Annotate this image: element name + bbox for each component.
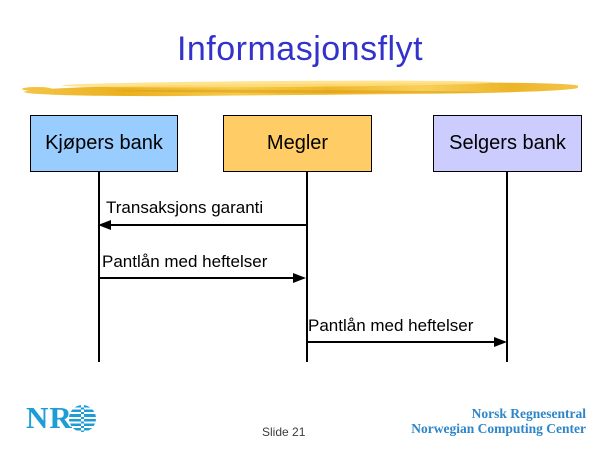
message-line-transaksjons-garanti bbox=[110, 224, 307, 226]
message-line-pantlan-1 bbox=[99, 277, 293, 279]
slide-number: Slide 21 bbox=[262, 425, 306, 439]
globe-meridian bbox=[81, 405, 84, 432]
message-label-pantlan-2: Pantlån med heftelser bbox=[308, 316, 474, 335]
message-label-transaksjons-garanti: Transaksjons garanti bbox=[106, 198, 264, 217]
actor-box-kjopers-bank: Kjøpers bank bbox=[30, 115, 178, 172]
message-line-pantlan-2 bbox=[307, 341, 494, 343]
page-title: Informasjonsflyt bbox=[176, 30, 424, 68]
nr-globe-icon bbox=[69, 405, 96, 432]
lifeline-kjopers-bank bbox=[98, 172, 100, 362]
brush-stroke-divider bbox=[22, 78, 579, 100]
arrowhead-right-icon bbox=[293, 273, 306, 283]
organization-name-norwegian: Norsk Regnesentral bbox=[471, 406, 586, 421]
arrowhead-left-icon bbox=[98, 220, 111, 230]
organization-name: Norsk Regnesentral Norwegian Computing C… bbox=[411, 406, 586, 436]
nr-logo-text: NR bbox=[26, 400, 73, 435]
actor-label-megler: Megler bbox=[266, 132, 329, 154]
arrowhead-right-icon bbox=[494, 337, 507, 347]
actor-label-selgers-bank: Selgers bank bbox=[449, 132, 566, 154]
message-label-pantlan-1: Pantlån med heftelser bbox=[102, 252, 268, 271]
actor-box-selgers-bank: Selgers bank bbox=[433, 115, 582, 172]
brush-stroke-tail bbox=[22, 87, 52, 91]
actor-label-kjopers-bank: Kjøpers bank bbox=[45, 132, 163, 154]
lifeline-megler bbox=[306, 172, 308, 362]
organization-name-english: Norwegian Computing Center bbox=[411, 421, 586, 436]
lifeline-selgers-bank bbox=[506, 172, 508, 362]
actor-box-megler: Megler bbox=[223, 115, 372, 172]
